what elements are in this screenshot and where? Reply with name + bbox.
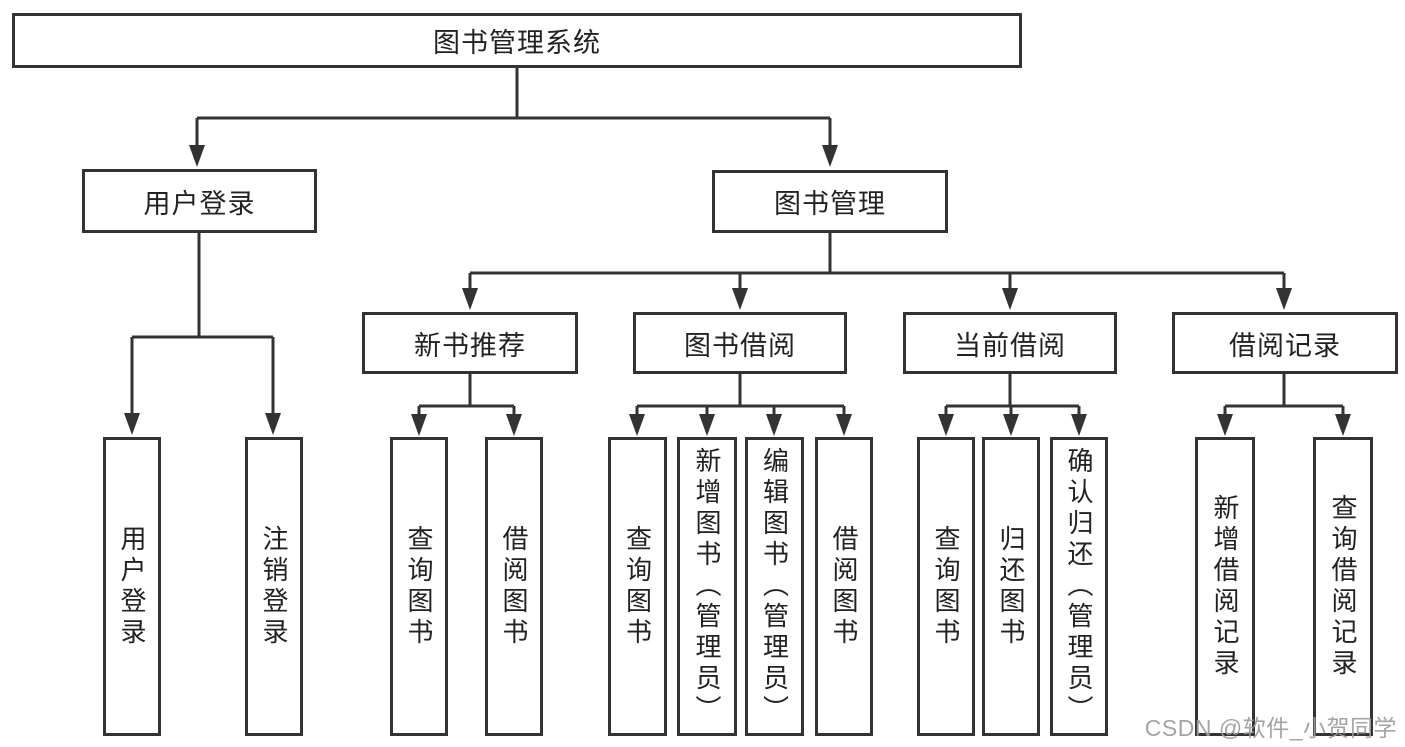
node-current-borrowing: 当前借阅 [903, 312, 1117, 374]
node-book-borrowing: 图书借阅 [633, 312, 847, 374]
node-new-book-recommendation: 新书推荐 [362, 312, 578, 374]
leaf-query-borrowing-record: 查询借阅记录 [1313, 437, 1373, 736]
leaf-recommend-borrow-books: 借阅图书 [485, 437, 543, 736]
arrowheads [124, 145, 1351, 436]
leaf-confirm-return-admin: 确认归还（管理员） [1050, 437, 1108, 736]
leaf-return-books: 归还图书 [982, 437, 1040, 736]
node-book-management: 图书管理 [712, 170, 948, 233]
node-borrowing-records: 借阅记录 [1172, 312, 1398, 374]
leaf-borrow-books: 借阅图书 [815, 437, 873, 736]
leaf-edit-books-admin: 编辑图书（管理员） [745, 437, 804, 736]
leaf-user-login: 用户登录 [103, 437, 161, 736]
leaf-current-query-books: 查询图书 [917, 437, 975, 736]
node-user-login: 用户登录 [82, 169, 317, 233]
node-library-management-system: 图书管理系统 [12, 13, 1022, 68]
leaf-add-borrowing-record: 新增借阅记录 [1195, 437, 1255, 736]
connector-spines [130, 68, 1345, 418]
csdn-watermark: CSDN @软件_小贺同学 [1144, 715, 1397, 741]
leaf-logout: 注销登录 [245, 437, 303, 736]
leaf-add-books-admin: 新增图书（管理员） [677, 437, 737, 736]
leaf-borrow-query-books: 查询图书 [608, 437, 667, 736]
leaf-recommend-query-books: 查询图书 [390, 437, 448, 736]
